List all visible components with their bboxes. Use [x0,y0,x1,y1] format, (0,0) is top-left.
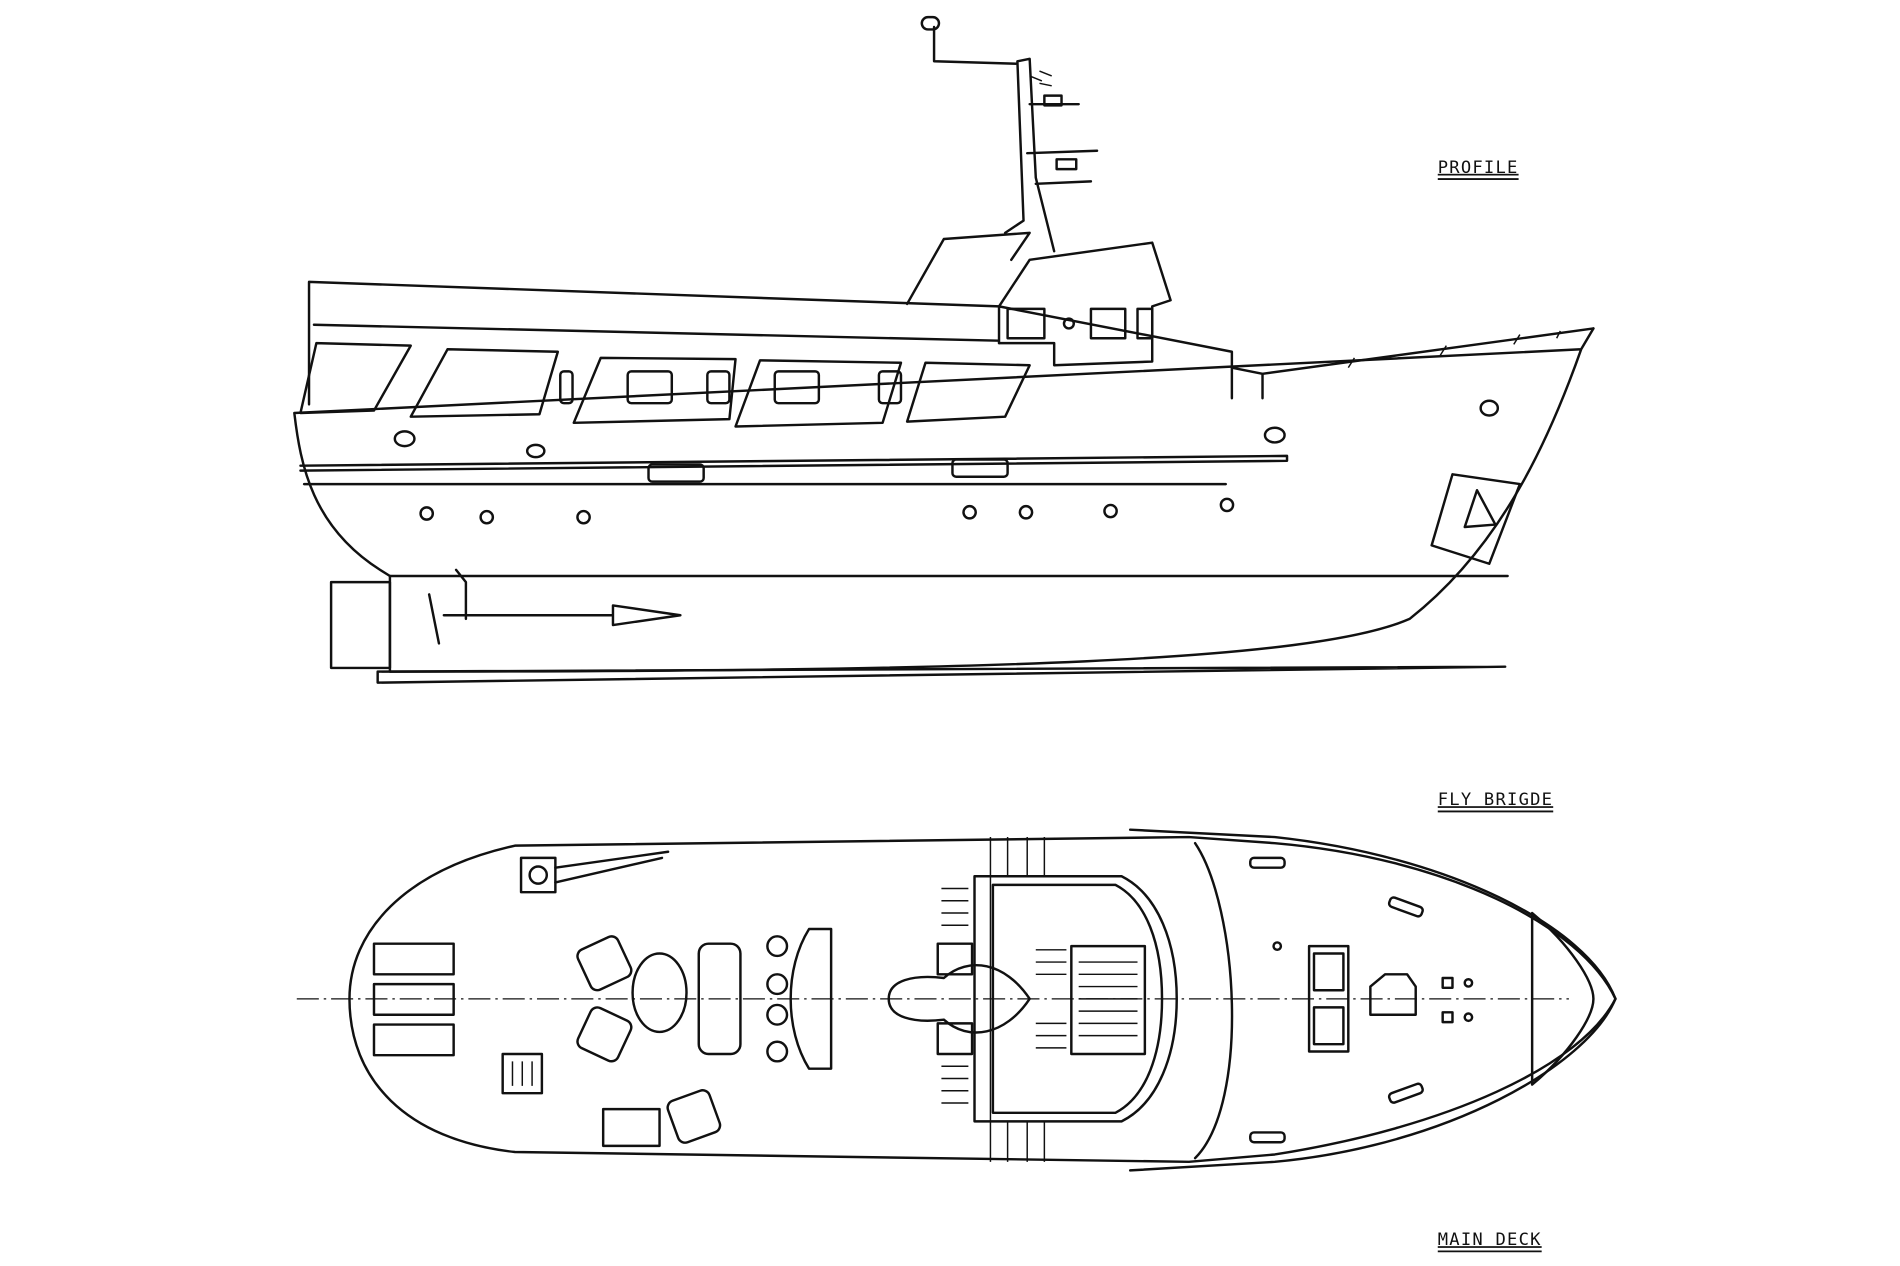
cleats [1249,856,1424,1144]
table [631,952,688,1034]
rub-rail [299,454,1289,472]
davit [519,856,557,894]
hatch [501,1052,544,1095]
rudder [329,580,392,670]
portholes [393,399,1500,525]
helm-station [973,875,1178,1123]
sun-loungers [372,942,455,1057]
anchor-pocket [1430,473,1522,565]
fly-bridge-label: FLY BRIGDE [1438,790,1553,810]
profile-label: PROFILE [1438,158,1519,178]
windlass [1369,973,1417,1016]
plan-view [296,828,1617,1172]
wheelhouse [997,241,1172,367]
propeller-shaft [427,568,682,645]
sofa [697,942,742,1056]
hull-outline [293,327,1595,673]
deck-outline [348,835,1617,1164]
mast [932,25,1099,253]
windows [299,341,1031,428]
main-deck-label: MAIN DECK [1438,1230,1542,1250]
grille [1070,944,1147,1056]
profile-view [293,15,1595,684]
